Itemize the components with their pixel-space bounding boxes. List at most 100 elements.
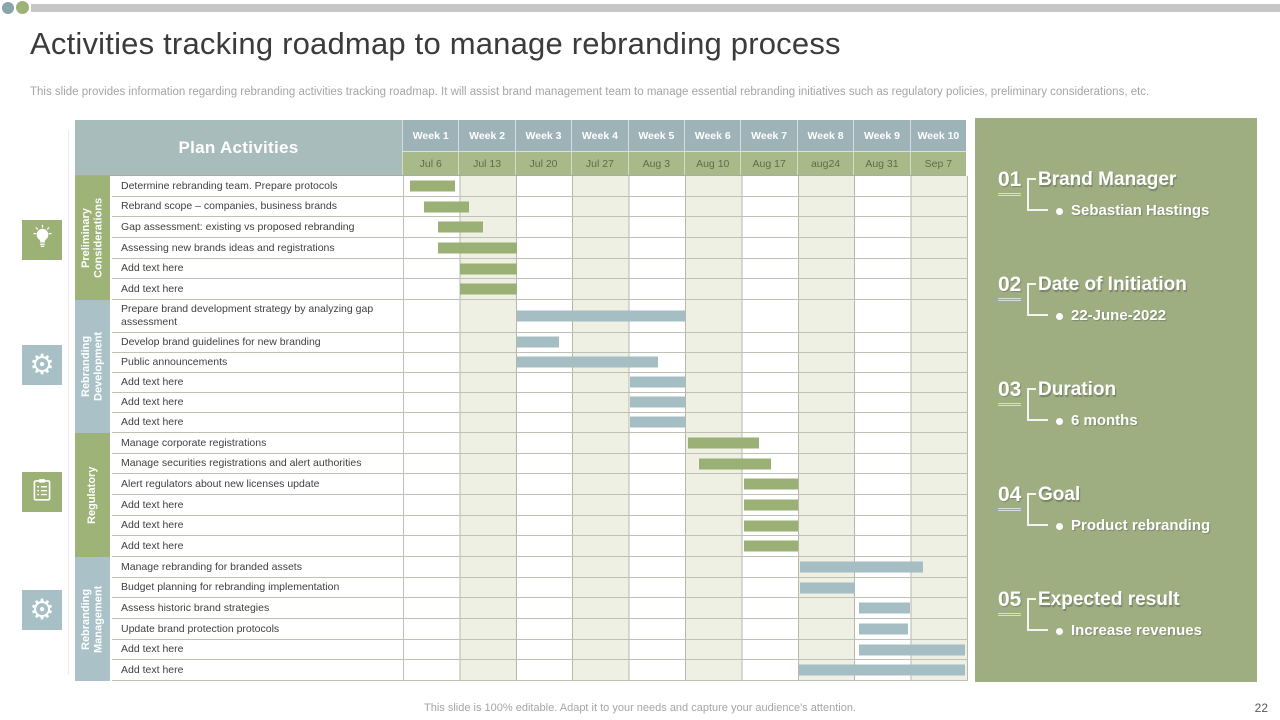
activity-row: Assessing new brands ideas and registrat…: [112, 238, 968, 259]
activity-cell: Assess historic brand strategies: [112, 598, 404, 619]
activity-cell: Manage corporate registrations: [112, 433, 404, 453]
activity-row: Update brand protection protocols: [112, 619, 968, 640]
activity-cell: Develop brand guidelines for new brandin…: [112, 332, 404, 352]
gantt-cell: [404, 412, 968, 432]
activity-cell: Public announcements: [112, 352, 404, 372]
item-title: Brand Manager: [1038, 169, 1177, 190]
week-header-cell: Week 10: [909, 120, 967, 152]
activity-cell: Budget planning for rebranding implement…: [112, 577, 404, 598]
activity-row: Add text here: [112, 660, 968, 682]
item-value: Product rebranding: [1056, 517, 1210, 534]
activity-row: Add text here: [112, 372, 968, 393]
item-value: Sebastian Hastings: [1056, 202, 1209, 219]
gantt-cell: [404, 372, 968, 392]
gantt-bar: [460, 283, 517, 295]
group-label: Rebranding Management: [75, 557, 112, 681]
activity-cell: Manage rebranding for branded assets: [112, 557, 404, 577]
activity-cell: Add text here: [112, 372, 404, 392]
activity-row: Add text here: [112, 536, 968, 558]
item-number: 03: [998, 378, 1022, 406]
week-header-cell: Week 6: [684, 120, 741, 152]
item-number: 02: [998, 273, 1022, 301]
gantt-cell: [404, 196, 968, 217]
activity-row: Prepare brand development strategy by an…: [112, 300, 968, 333]
activity-cell: Determine rebranding team. Prepare proto…: [112, 176, 404, 196]
gantt-cell: [404, 557, 968, 577]
date-cell: Aug 3: [627, 152, 685, 175]
group-label: Rebranding Development: [75, 300, 112, 433]
gear-globe-icon: ⚙: [29, 348, 55, 381]
activity-row: Budget planning for rebranding implement…: [112, 577, 968, 599]
gantt-bar: [799, 561, 923, 573]
week-header-cell: Week 1: [402, 120, 459, 152]
top-divider-bar: [31, 4, 1280, 12]
date-cell: Jul 6: [402, 152, 459, 175]
gantt-cell: [404, 300, 968, 332]
item-number: 05: [998, 588, 1022, 616]
item-title: Date of Initiation: [1038, 274, 1187, 295]
week-header-cell: Week 3: [514, 120, 572, 152]
gantt-cell: [404, 577, 968, 598]
gantt-bar: [688, 437, 759, 449]
page-number: 22: [1254, 701, 1268, 715]
item-number: 04: [998, 483, 1022, 511]
activity-row: Manage rebranding for branded assets: [112, 557, 968, 578]
date-cell: Aug 17: [740, 152, 797, 175]
gantt-bar: [799, 582, 856, 593]
gantt-cell: [404, 258, 968, 279]
gantt-bar: [629, 416, 685, 428]
activity-row: Develop brand guidelines for new brandin…: [112, 332, 968, 353]
item-value: 22-June-2022: [1056, 307, 1166, 324]
gantt-bar: [743, 520, 799, 532]
gantt-cell: [404, 332, 968, 352]
activity-cell: Prepare brand development strategy by an…: [112, 300, 404, 332]
gantt-bar: [516, 356, 658, 368]
activity-row: Alert regulators about new licenses upda…: [112, 474, 968, 496]
gantt-bar: [798, 664, 966, 676]
icon-square-green: [22, 220, 62, 260]
date-cell: Aug 10: [684, 152, 741, 175]
icon-square-blue: ⚙: [22, 590, 62, 630]
week-header-cell: Week 7: [740, 120, 797, 152]
gantt-cell: [404, 639, 968, 660]
gantt-bar: [629, 376, 685, 388]
gantt-bar: [409, 180, 455, 192]
gantt-bar: [743, 540, 799, 552]
activity-row: Rebrand scope – companies, business bran…: [112, 196, 968, 218]
gantt-bar: [859, 644, 966, 656]
group-rows: Determine rebranding team. Prepare proto…: [112, 176, 968, 301]
gantt-bar: [859, 602, 910, 614]
gantt-bar: [516, 336, 560, 348]
item-number: 01: [998, 168, 1022, 196]
gear-person-icon: ⚙: [29, 593, 55, 626]
gantt-bar: [437, 242, 517, 254]
week-header-cell: Week 8: [796, 120, 854, 152]
activity-cell: Add text here: [112, 412, 404, 432]
group-label: Preliminary Considerations: [75, 176, 112, 300]
activity-cell: Update brand protection protocols: [112, 619, 404, 639]
gantt-bar: [743, 499, 799, 511]
icon-square-green: [22, 472, 62, 512]
activity-cell: Rebrand scope – companies, business bran…: [112, 196, 404, 217]
idea-bulb-icon: [29, 224, 56, 256]
gantt-cell: [404, 453, 968, 474]
activity-cell: Manage securities registrations and aler…: [112, 453, 404, 474]
item-value: Increase revenues: [1056, 622, 1202, 639]
activity-cell: Add text here: [112, 515, 404, 536]
gantt-cell: [404, 515, 968, 536]
activity-cell: Add text here: [112, 392, 404, 412]
activity-row: Add text here: [112, 279, 968, 301]
date-cell: aug24: [796, 152, 854, 175]
week-header-cell: Week 5: [627, 120, 685, 152]
gantt-cell: [404, 279, 968, 300]
icon-square-blue: ⚙: [22, 345, 62, 385]
